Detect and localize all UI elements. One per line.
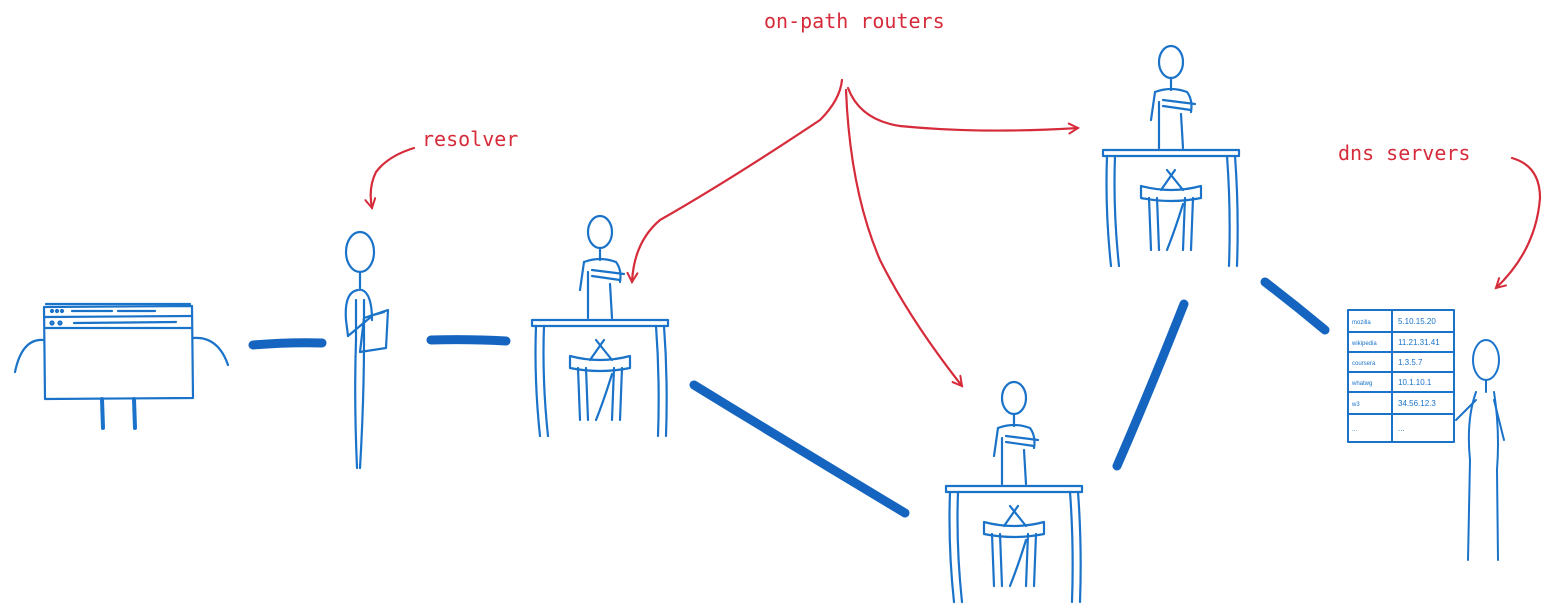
router-1-icon: [530, 214, 670, 438]
link-resolver-router1: [426, 335, 511, 346]
link-router1-router2: [689, 380, 910, 518]
dns-table-name: wikipedia: [1351, 341, 1377, 347]
dns-table-name: coursera: [1352, 361, 1376, 367]
label-resolver: resolver: [422, 127, 518, 151]
label-on-path-routers: on-path routers: [764, 9, 945, 33]
dns-table-name: mozilla: [1352, 320, 1371, 326]
dns-table-ip: 5.10.15.20: [1398, 317, 1436, 326]
browser-window-icon: [13, 302, 230, 430]
router-2-icon: [944, 380, 1084, 604]
arrow-to-router-1: [632, 78, 844, 282]
router-3-icon: [1101, 44, 1241, 268]
dns-table: mozilla 5.10.15.20 wikipedia 11.21.31.41 cou…: [1351, 317, 1440, 433]
dns-table-ip: ...: [1398, 424, 1405, 433]
dns-table-name: w3: [1351, 402, 1360, 408]
link-browser-resolver: [248, 338, 327, 350]
dns-table-name: ...: [1352, 427, 1357, 433]
dns-table-ip: 1.3.5.7: [1398, 358, 1423, 367]
dns-table-name: whatwg: [1351, 381, 1372, 387]
link-router2-router3: [1112, 299, 1189, 471]
label-dns-servers: dns servers: [1338, 141, 1470, 165]
link-router3-dns: [1260, 277, 1330, 335]
arrow-to-resolver: [371, 146, 416, 208]
dns-table-ip: 34.56.12.3: [1398, 399, 1436, 408]
dns-server-figure-icon: [1347, 309, 1505, 561]
arrow-to-router-2: [844, 88, 962, 386]
resolver-figure-icon: [344, 230, 390, 470]
arrow-to-router-3: [846, 86, 1078, 131]
dns-table-ip: 11.21.31.41: [1398, 338, 1440, 347]
dns-table-ip: 10.1.10.1: [1398, 378, 1432, 387]
arrow-to-dns-servers: [1496, 156, 1542, 288]
